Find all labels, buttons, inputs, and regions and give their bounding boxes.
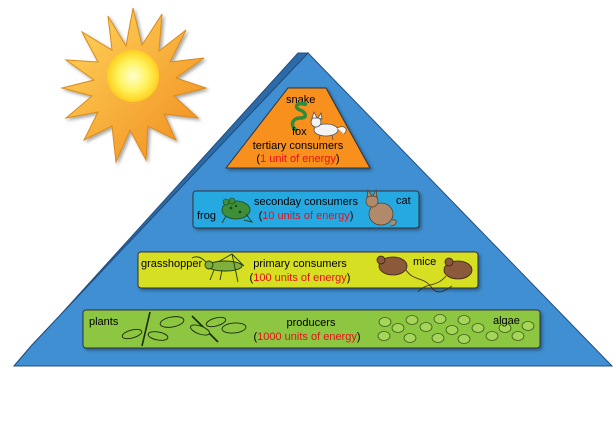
tier-tertiary-consumers: snake fox tertiary consumers (1 unit of …	[224, 87, 371, 169]
mouse-icon	[376, 255, 453, 293]
tier-title: tertiary consumers	[253, 140, 344, 152]
tier-title: producers	[287, 317, 336, 329]
tier-primary-consumers: grasshopper primary consumers (100 units…	[137, 251, 479, 293]
grasshopper-icon	[191, 253, 245, 283]
tier-energy: (10 units of energy)	[259, 210, 354, 222]
cat-icon	[365, 188, 397, 227]
organism-algae-label: algae	[493, 315, 520, 327]
organism-fox-label: fox	[292, 126, 307, 138]
fox-icon	[310, 110, 347, 141]
organism-plants-label: plants	[89, 316, 119, 328]
mouse-icon	[417, 257, 473, 293]
organism-frog-label: frog	[197, 210, 216, 222]
tier-secondary-consumers: frog seconday consumers (10 units of ene…	[192, 188, 420, 229]
tier-energy: (100 units of energy)	[250, 272, 351, 284]
tier-energy: (1000 units of energy)	[253, 331, 360, 343]
organism-cat-label: cat	[396, 195, 411, 207]
organism-snake-label: snake	[286, 94, 315, 106]
organism-mice-label: mice	[413, 256, 436, 268]
organism-grasshopper-label: grasshopper	[141, 258, 202, 270]
sun-core	[107, 50, 159, 102]
tier-producers: plants producers (1000 units of energy)	[82, 309, 541, 349]
tier-producers-box	[82, 309, 541, 349]
snake-icon	[290, 101, 307, 132]
plants-icon	[121, 311, 247, 347]
tier-title: seconday consumers	[254, 196, 358, 208]
tier-title: primary consumers	[253, 258, 347, 270]
frog-icon	[221, 197, 254, 224]
algae-icon	[377, 314, 535, 344]
tier-tertiary-box	[224, 87, 371, 169]
tier-energy: (1 unit of energy)	[256, 153, 339, 165]
sun-icon	[60, 7, 208, 164]
